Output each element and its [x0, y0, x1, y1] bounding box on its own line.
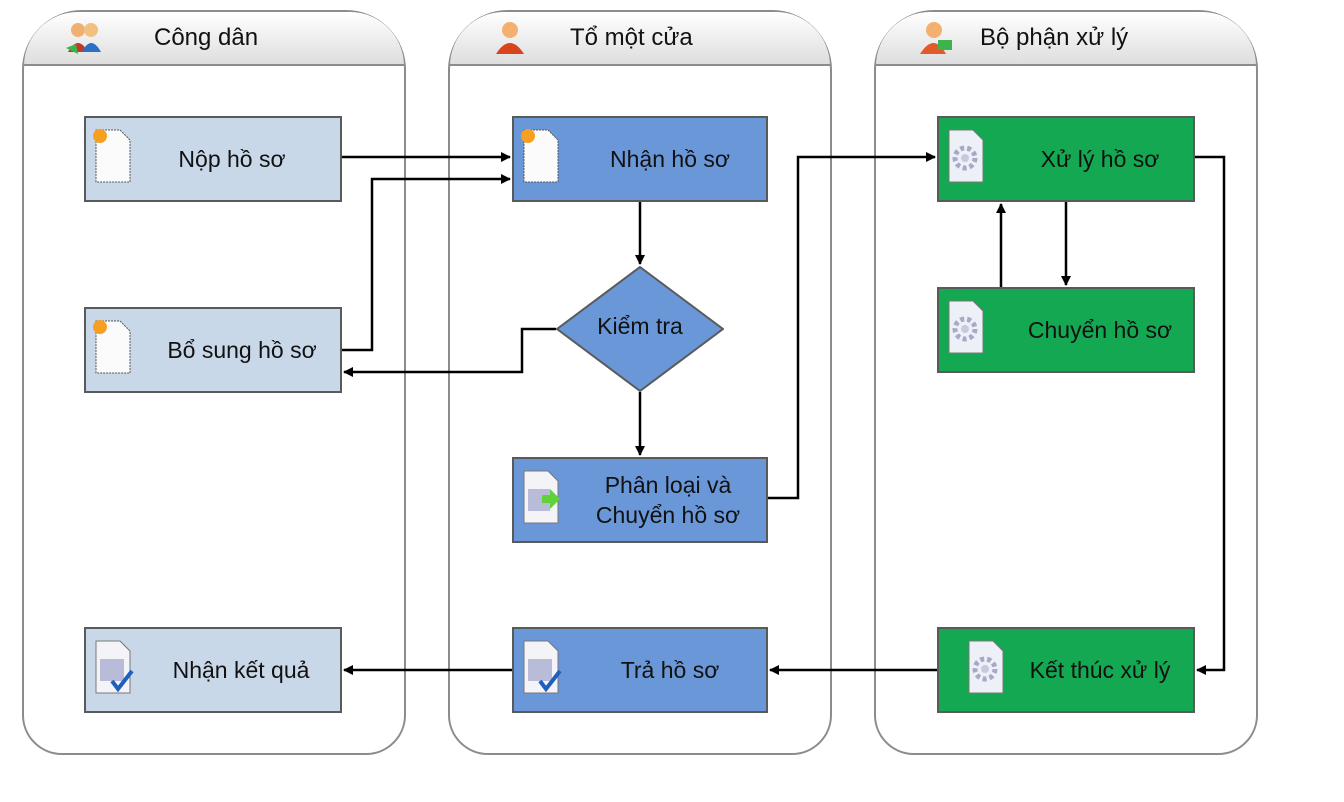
node-label: Nhận kết quả [172, 657, 310, 683]
clerk-icon [496, 22, 524, 54]
node-nop-ho-so[interactable]: Nộp hồ sơ [84, 116, 342, 202]
node-label-line: Chuyển hồ sơ [595, 502, 741, 528]
citizens-icon [66, 23, 101, 54]
node-label: Nhận hồ sơ [610, 146, 730, 172]
node-nhan-ket-qua[interactable]: Nhận kết quả [84, 627, 342, 713]
node-phan-loai[interactable]: Phân loại và Chuyển hồ sơ [512, 457, 768, 543]
node-label: Trả hồ sơ [620, 657, 720, 683]
node-bo-sung-ho-so[interactable]: Bổ sung hồ sơ [84, 307, 342, 393]
node-label-line: Phân loại và [604, 472, 732, 498]
gear-document-icon [968, 640, 1004, 694]
decision-kiem-tra[interactable] [556, 266, 724, 392]
node-nhan-ho-so[interactable]: Nhận hồ sơ [512, 116, 768, 202]
node-ket-thuc-xu-ly[interactable]: Kết thúc xử lý [937, 627, 1195, 713]
decision-label: Kiểm tra [597, 313, 683, 339]
checked-document-icon [523, 640, 562, 694]
node-chuyen-ho-so[interactable]: Chuyển hồ sơ [937, 287, 1195, 373]
lane-header [24, 12, 404, 66]
new-document-icon [93, 320, 131, 374]
gear-document-icon [948, 129, 984, 183]
lane-title: Công dân [154, 24, 259, 51]
checked-document-icon [95, 640, 134, 694]
node-label: Xử lý hồ sơ [1040, 146, 1160, 172]
node-tra-ho-so[interactable]: Trả hồ sơ [512, 627, 768, 713]
lane-header [876, 12, 1256, 66]
node-label: Kết thúc xử lý [1029, 657, 1171, 683]
lane-title: Bộ phận xử lý [980, 24, 1129, 51]
forward-document-icon [523, 470, 560, 524]
node-label: Nộp hồ sơ [178, 146, 286, 172]
new-document-icon [93, 129, 131, 183]
node-xu-ly-ho-so[interactable]: Xử lý hồ sơ [937, 116, 1195, 202]
lane-title: Tổ một cửa [570, 24, 693, 51]
node-label: Phân loại và Chuyển hồ sơ [570, 470, 766, 530]
gear-document-icon [948, 300, 984, 354]
lane-header [450, 12, 830, 66]
processor-icon [920, 22, 952, 54]
node-label: Chuyển hồ sơ [1027, 317, 1173, 343]
new-document-icon [521, 129, 559, 183]
node-label: Bổ sung hồ sơ [167, 337, 317, 363]
